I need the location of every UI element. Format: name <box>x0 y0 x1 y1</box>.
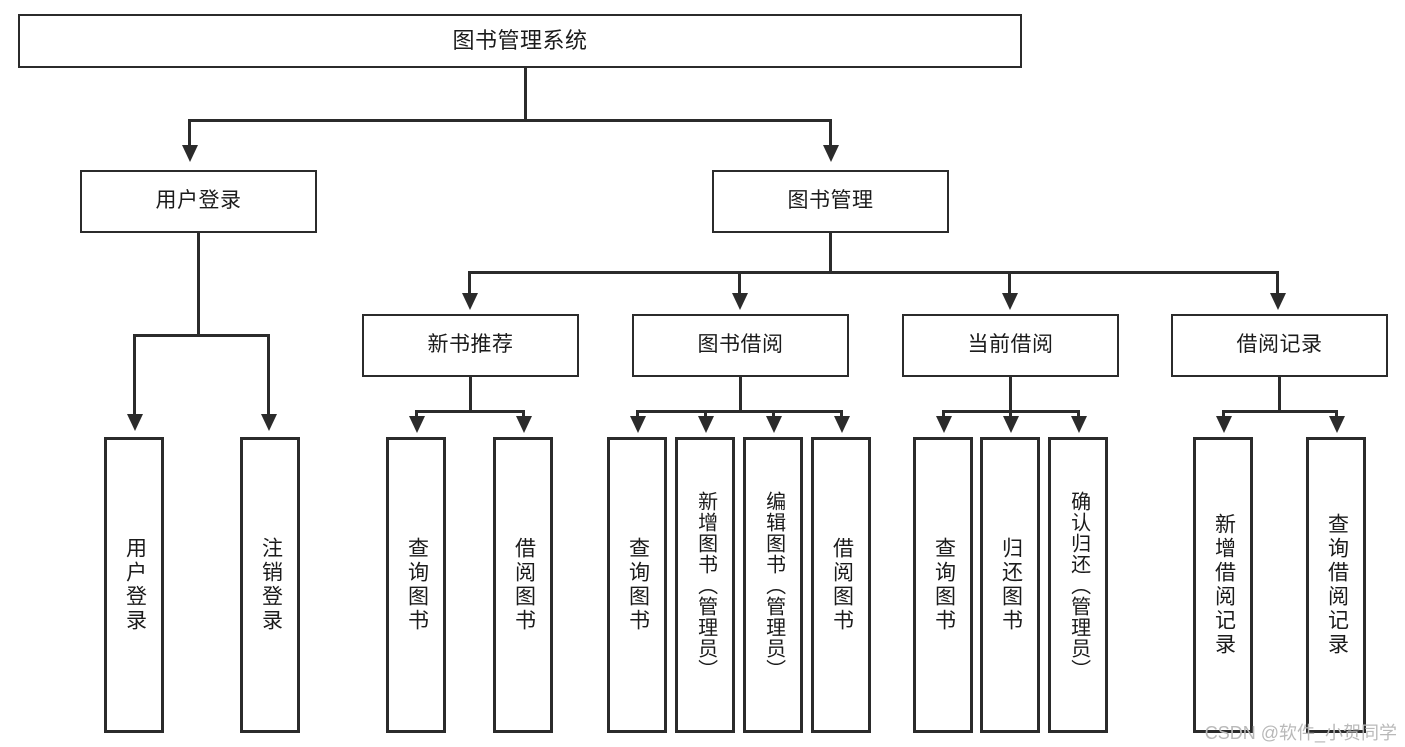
connector-drop-leaf-confirm-return <box>1077 410 1080 418</box>
leaf-edit-book-admin[interactable]: 编辑图书（管理员） <box>743 437 803 733</box>
leaf-query-book-new-recommend[interactable]: 查询图书 <box>386 437 446 733</box>
connector-drop-leaf-return-book <box>1009 410 1012 418</box>
node-label: 归还图书 <box>999 537 1023 633</box>
arrow-leaf-borrow-book-1 <box>516 416 532 433</box>
node-user-login[interactable]: 用户登录 <box>80 170 317 233</box>
arrow-book-manage <box>823 145 839 162</box>
connector-drop-leaf-edit-book <box>772 410 775 418</box>
connector-drop-user-login <box>188 119 191 147</box>
connector-level3-bar <box>468 271 1279 274</box>
connector-drop-leaf-add-book <box>704 410 707 418</box>
connector-book-borrow-stem <box>739 377 742 412</box>
connector-new-book-bar <box>415 410 525 413</box>
arrow-leaf-query-record <box>1329 416 1345 433</box>
connector-drop-leaf-borrow-book-1 <box>522 410 525 418</box>
connector-drop-leaf-user-logout <box>267 334 270 416</box>
arrow-leaf-user-login <box>127 414 143 431</box>
connector-drop-book-manage <box>829 119 832 147</box>
leaf-user-login[interactable]: 用户登录 <box>104 437 164 733</box>
node-label: 确认归还（管理员） <box>1067 490 1090 680</box>
connector-new-book-stem <box>469 377 472 412</box>
leaf-borrow-book-new-recommend[interactable]: 借阅图书 <box>493 437 553 733</box>
arrow-leaf-add-book <box>698 416 714 433</box>
node-label: 图书管理系统 <box>452 28 588 54</box>
node-book-management[interactable]: 图书管理 <box>712 170 949 233</box>
connector-borrow-record-bar <box>1222 410 1338 413</box>
node-label: 图书管理 <box>787 189 874 213</box>
leaf-user-logout[interactable]: 注销登录 <box>240 437 300 733</box>
arrow-leaf-query-book-1 <box>409 416 425 433</box>
connector-drop-leaf-query-book-2 <box>636 410 639 418</box>
arrow-current-borrow <box>1002 293 1018 310</box>
node-label: 查询图书 <box>932 537 956 633</box>
node-label: 当前借阅 <box>967 333 1054 357</box>
leaf-add-book-admin[interactable]: 新增图书（管理员） <box>675 437 735 733</box>
node-label: 新书推荐 <box>427 333 514 357</box>
leaf-query-book-current[interactable]: 查询图书 <box>913 437 973 733</box>
connector-drop-leaf-add-record <box>1222 410 1225 418</box>
connector-drop-leaf-query-book-3 <box>942 410 945 418</box>
connector-borrow-record-stem <box>1278 377 1281 412</box>
arrow-book-borrow <box>732 293 748 310</box>
connector-level2-bar <box>188 119 832 122</box>
connector-book-borrow-bar <box>636 410 842 413</box>
node-label: 新增借阅记录 <box>1212 513 1236 657</box>
node-label: 用户登录 <box>123 537 147 633</box>
node-root-book-management-system[interactable]: 图书管理系统 <box>18 14 1022 68</box>
node-label: 注销登录 <box>259 537 283 633</box>
node-label: 编辑图书（管理员） <box>762 490 785 680</box>
connector-drop-leaf-borrow-book-2 <box>840 410 843 418</box>
node-label: 查询图书 <box>626 537 650 633</box>
node-label: 借阅图书 <box>512 537 536 633</box>
node-borrow-record[interactable]: 借阅记录 <box>1171 314 1388 377</box>
connector-root-stem <box>524 68 527 120</box>
node-label: 用户登录 <box>155 189 242 213</box>
node-label: 查询图书 <box>405 537 429 633</box>
arrow-leaf-query-book-2 <box>630 416 646 433</box>
arrow-borrow-record <box>1270 293 1286 310</box>
node-label: 新增图书（管理员） <box>694 490 717 680</box>
arrow-leaf-confirm-return <box>1071 416 1087 433</box>
connector-drop-current-borrow <box>1008 271 1011 295</box>
node-label: 图书借阅 <box>697 333 784 357</box>
node-label: 查询借阅记录 <box>1325 513 1349 657</box>
node-label: 借阅图书 <box>830 537 854 633</box>
arrow-leaf-borrow-book-2 <box>834 416 850 433</box>
arrow-leaf-edit-book <box>766 416 782 433</box>
arrow-leaf-query-book-3 <box>936 416 952 433</box>
leaf-borrow-book[interactable]: 借阅图书 <box>811 437 871 733</box>
connector-drop-leaf-user-login <box>133 334 136 416</box>
leaf-add-borrow-record[interactable]: 新增借阅记录 <box>1193 437 1253 733</box>
connector-user-login-stem <box>197 233 200 335</box>
connector-drop-leaf-query-record <box>1335 410 1338 418</box>
arrow-new-book-recommend <box>462 293 478 310</box>
node-label: 借阅记录 <box>1236 333 1323 357</box>
connector-drop-new-book <box>468 271 471 295</box>
leaf-query-borrow-record[interactable]: 查询借阅记录 <box>1306 437 1366 733</box>
arrow-leaf-return-book <box>1003 416 1019 433</box>
connector-drop-book-borrow <box>738 271 741 295</box>
connector-current-borrow-stem <box>1009 377 1012 412</box>
arrow-user-login <box>182 145 198 162</box>
leaf-query-book-borrow[interactable]: 查询图书 <box>607 437 667 733</box>
node-current-borrow[interactable]: 当前借阅 <box>902 314 1119 377</box>
node-book-borrow[interactable]: 图书借阅 <box>632 314 849 377</box>
leaf-return-book[interactable]: 归还图书 <box>980 437 1040 733</box>
arrow-leaf-user-logout <box>261 414 277 431</box>
connector-drop-borrow-record <box>1276 271 1279 295</box>
node-new-book-recommend[interactable]: 新书推荐 <box>362 314 579 377</box>
connector-user-login-bar <box>133 334 267 337</box>
connector-drop-leaf-query-book-1 <box>415 410 418 418</box>
leaf-confirm-return-admin[interactable]: 确认归还（管理员） <box>1048 437 1108 733</box>
connector-book-manage-stem <box>829 233 832 273</box>
arrow-leaf-add-record <box>1216 416 1232 433</box>
